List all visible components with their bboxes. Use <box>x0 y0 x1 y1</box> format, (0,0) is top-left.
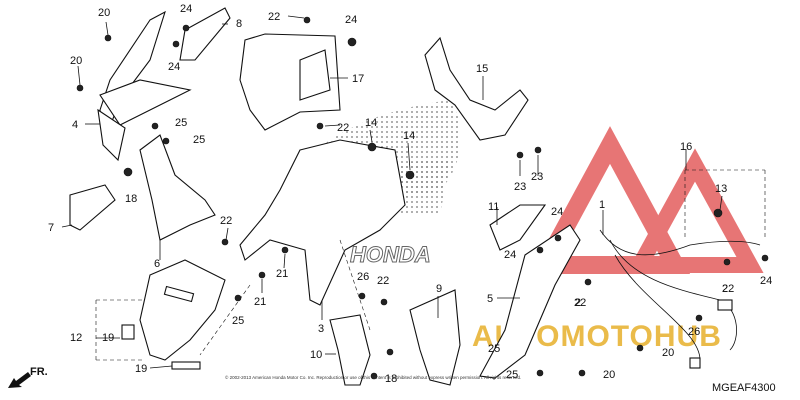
callout-c23a: 23 <box>514 181 526 193</box>
callout-c9: 9 <box>436 283 442 295</box>
callout-c25e: 25 <box>506 369 518 381</box>
callout-c24c: 24 <box>345 14 357 26</box>
callout-c15: 15 <box>476 63 488 75</box>
callout-c20b: 20 <box>70 55 82 67</box>
callout-c24b: 24 <box>168 61 180 73</box>
part-side-panel-6 <box>139 134 216 241</box>
callout-c18b: 18 <box>385 373 397 385</box>
part-wire-harness-1 <box>599 229 761 369</box>
callout-labels: 1223456789101112131414151617181819192020… <box>48 3 772 385</box>
copyright-text: © 2002-2013 American Honda Motor Co. Inc… <box>225 374 521 380</box>
callout-c3: 3 <box>318 323 324 335</box>
callout-c24a: 24 <box>180 3 192 15</box>
part-front-cowl-3 <box>239 139 406 306</box>
assembly-lines <box>95 169 766 361</box>
callout-c8: 8 <box>236 18 242 30</box>
callout-c26a: 26 <box>357 271 369 283</box>
callout-c7: 7 <box>48 222 54 234</box>
callout-c26b: 26 <box>688 326 700 338</box>
callout-c23b: 23 <box>531 171 543 183</box>
callout-c2b: 2 <box>722 283 728 295</box>
callout-c25d: 25 <box>488 343 500 355</box>
callout-c1: 1 <box>599 199 605 211</box>
callout-c16: 16 <box>680 141 692 153</box>
part-upper-left-cowl <box>97 7 231 162</box>
callout-c12: 12 <box>70 332 82 344</box>
part-lower-panel-9 <box>409 289 461 386</box>
callout-c22b: 22 <box>337 122 349 134</box>
callout-c2a: 2 <box>575 297 581 309</box>
part-inner-panel-17 <box>239 33 341 131</box>
callout-c11: 11 <box>488 201 499 213</box>
callout-c18a: 18 <box>125 193 137 205</box>
callout-c17: 17 <box>352 73 364 85</box>
part-bracket-15 <box>424 36 529 141</box>
front-direction-arrow: FR. <box>8 366 48 388</box>
honda-emblem-text: HONDA <box>350 242 431 267</box>
callout-c25b: 25 <box>193 134 205 146</box>
part-duct-10 <box>329 314 371 386</box>
callout-c21b: 21 <box>254 296 266 308</box>
callout-c22c: 22 <box>220 215 232 227</box>
callout-c22f: 22 <box>722 283 734 295</box>
callout-c24e: 24 <box>504 249 516 261</box>
callout-c5: 5 <box>487 293 493 305</box>
callout-c24f: 24 <box>760 275 772 287</box>
callout-c14b: 14 <box>403 130 415 142</box>
callout-c22d: 22 <box>377 275 389 287</box>
callout-c22a: 22 <box>268 11 280 23</box>
callout-c21a: 21 <box>276 268 288 280</box>
callout-c22e: 22 <box>574 297 586 309</box>
callout-c13: 13 <box>715 183 727 195</box>
callout-c25a: 25 <box>175 117 187 129</box>
part-right-panel-5 <box>479 224 581 379</box>
callout-c4: 4 <box>72 119 78 131</box>
diagram-code: MGEAF4300 <box>712 382 776 394</box>
callout-c24d: 24 <box>551 206 563 218</box>
callout-c25c: 25 <box>232 315 244 327</box>
leader-lines <box>61 15 723 369</box>
part-bracket-11 <box>489 204 547 251</box>
callout-c19b: 19 <box>135 363 147 375</box>
part-windscreen-12 <box>121 259 226 370</box>
front-marker-label: FR. <box>30 366 48 378</box>
fasteners <box>76 16 769 380</box>
part-bracket-7 <box>69 184 116 231</box>
callout-c20c: 20 <box>662 347 674 359</box>
callout-c10: 10 <box>310 349 322 361</box>
watermark-logo <box>529 126 764 274</box>
callout-c6: 6 <box>154 258 160 270</box>
callout-c19a: 19 <box>102 332 114 344</box>
callout-c14a: 14 <box>365 117 377 129</box>
callout-c20d: 20 <box>603 369 615 381</box>
callout-c20a: 20 <box>98 7 110 19</box>
